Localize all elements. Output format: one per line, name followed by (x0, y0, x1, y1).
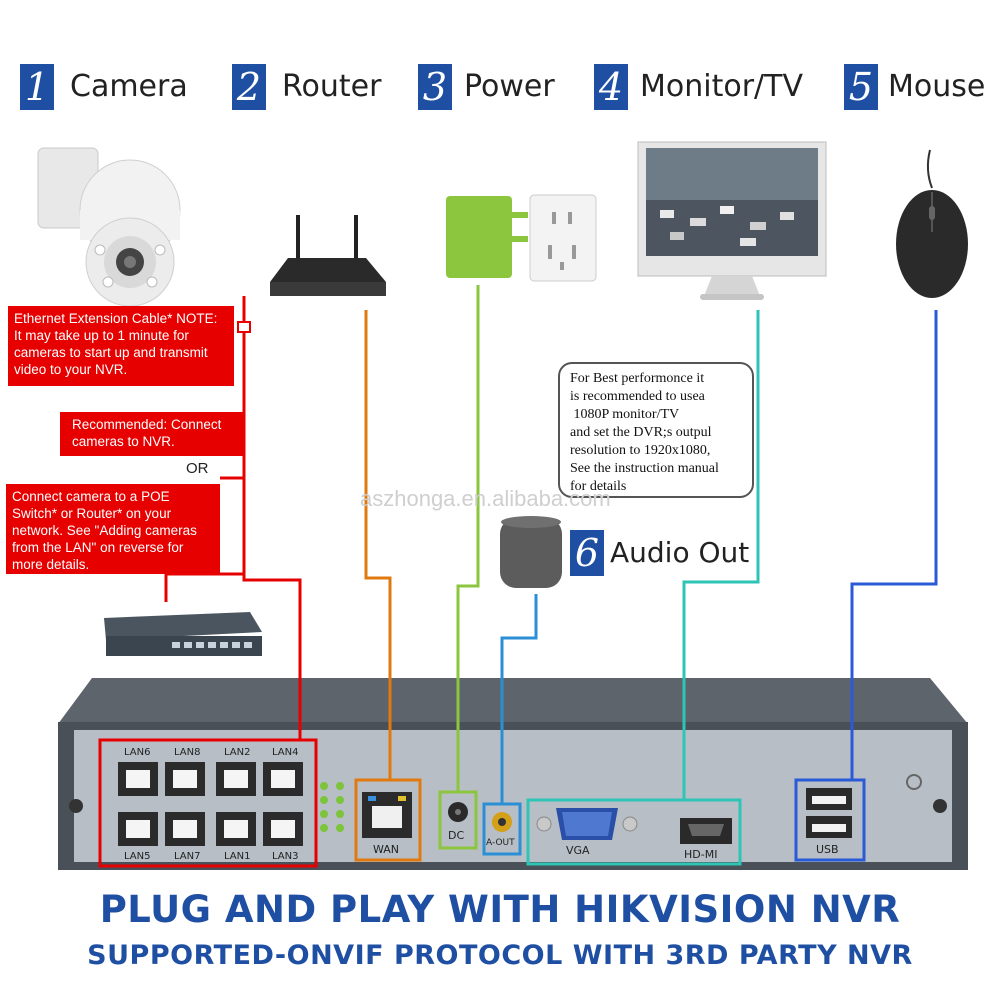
lan-ports (118, 762, 344, 846)
header-label: Camera (70, 69, 188, 104)
wan-highlight-box (354, 778, 422, 862)
footer-subtitle: SUPPORTED-ONVIF PROTOCOL WITH 3RD PARTY … (87, 940, 913, 971)
note-line: and set the DVR;s outpul (570, 425, 712, 440)
port-label: LAN1 (224, 851, 251, 862)
note-line: For Best performonce it (570, 371, 705, 386)
dc-port (448, 802, 468, 822)
header-label: Power (464, 69, 555, 104)
ethernet-note: Ethernet Extension Cable* NOTE: It may t… (8, 306, 234, 386)
usb-highlight-box (794, 778, 866, 862)
vga-port (536, 808, 638, 840)
mouse-icon (896, 149, 968, 298)
note-line: for details (570, 479, 627, 494)
monitor-cable (682, 310, 760, 800)
aout-label: A-OUT (486, 838, 515, 848)
lan-highlight-box (98, 738, 318, 868)
cable-coupler-icon (237, 321, 251, 333)
poe-note: Connect camera to a POE Switch* or Route… (6, 484, 220, 574)
port-label: LAN3 (272, 851, 299, 862)
poe-switch-icon (104, 612, 262, 656)
dc-label: DC (448, 829, 465, 842)
step-number: 6 (570, 530, 604, 576)
wan-port (362, 792, 412, 838)
power-cable (456, 285, 480, 792)
footer-title: PLUG AND PLAY WITH HIKVISION NVR (99, 888, 901, 931)
power-adapter-icon (446, 194, 597, 282)
note-line: is recommended to usea (570, 389, 705, 404)
header-label: Mouse (888, 69, 986, 104)
video-highlight-box (526, 798, 742, 866)
router-cable (364, 310, 392, 780)
hdmi-label: HD-MI (684, 848, 718, 861)
usb-label: USB (816, 843, 839, 856)
port-label: LAN2 (224, 747, 251, 758)
monitor-note: For Best performonce it is recommended t… (558, 362, 754, 498)
aout-port (492, 812, 512, 832)
note-line: resolution to 1920x1080, (570, 443, 711, 458)
monitor-icon (637, 141, 827, 300)
step-number: 3 (418, 64, 452, 110)
step-number: 1 (20, 64, 54, 110)
recommended-note: Recommended: Connect cameras to NVR. (60, 412, 244, 456)
mouse-cable (850, 310, 938, 780)
port-label: LAN7 (174, 851, 201, 862)
step-number: 4 (594, 64, 628, 110)
router-icon (270, 215, 386, 296)
camera-cable (242, 296, 302, 740)
port-label: LAN8 (174, 747, 201, 758)
header-label: Audio Out (610, 536, 750, 569)
port-label: LAN5 (124, 851, 151, 862)
speaker-icon (500, 516, 562, 588)
watermark: aszhonga.en.alibaba.com (360, 486, 611, 511)
note-line: See the instruction manual (570, 461, 719, 476)
audio-cable (500, 594, 538, 804)
step-number: 5 (844, 64, 878, 110)
usb-ports (806, 788, 852, 838)
step-number: 2 (232, 64, 266, 110)
note-line: 1080P monitor/TV (570, 407, 680, 422)
header-label: Monitor/TV (640, 69, 803, 104)
header-label: Router (282, 69, 382, 104)
port-label: LAN4 (272, 747, 299, 758)
ptz-camera-icon (37, 147, 181, 307)
vga-label: VGA (566, 844, 590, 857)
port-label: LAN6 (124, 747, 151, 758)
switch-cable (164, 572, 244, 602)
wan-label: WAN (373, 843, 400, 856)
or-label: OR (186, 460, 209, 477)
hdmi-port (680, 818, 732, 844)
